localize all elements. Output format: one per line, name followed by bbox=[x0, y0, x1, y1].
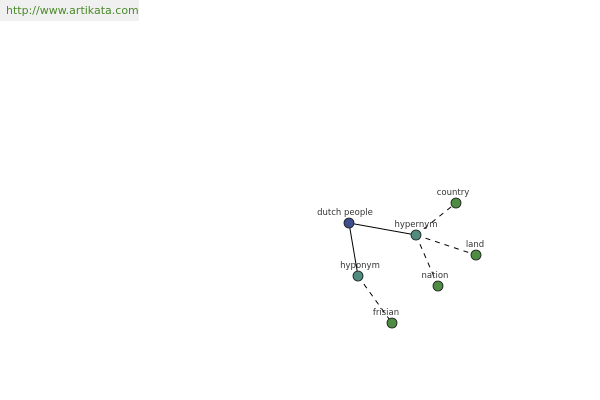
node-dot-hypernym[interactable] bbox=[410, 229, 422, 241]
node-dutch-people[interactable]: dutch people bbox=[317, 208, 373, 229]
nodes-layer: dutch people hypernym hyponym country land na… bbox=[317, 188, 484, 329]
node-dot-nation[interactable] bbox=[432, 280, 444, 292]
node-label-nation: nation bbox=[422, 271, 449, 281]
edge-hypernym-to-country bbox=[415, 202, 457, 236]
url-banner[interactable]: http://www.artikata.com bbox=[0, 0, 139, 21]
node-label-country: country bbox=[437, 188, 470, 198]
node-label-land: land bbox=[466, 240, 484, 250]
node-dot-hyponym[interactable] bbox=[352, 270, 364, 282]
node-frisian[interactable]: frisian bbox=[373, 308, 399, 329]
edge-hypernym-to-land bbox=[415, 234, 477, 256]
node-label-hypernym: hypernym bbox=[394, 220, 437, 230]
node-dot-land[interactable] bbox=[470, 249, 482, 261]
node-land[interactable]: land bbox=[466, 240, 484, 261]
node-dot-dutch-people[interactable] bbox=[343, 217, 355, 229]
node-hypernym[interactable]: hypernym bbox=[394, 220, 438, 241]
edges-layer bbox=[348, 202, 477, 324]
node-label-frisian: frisian bbox=[373, 308, 399, 318]
node-dot-country[interactable] bbox=[450, 197, 462, 209]
node-country[interactable]: country bbox=[437, 188, 470, 209]
node-dot-frisian[interactable] bbox=[386, 317, 398, 329]
node-hyponym[interactable]: hyponym bbox=[340, 261, 380, 282]
edge-dutch-people-to-hyponym bbox=[348, 222, 359, 277]
node-label-dutch-people: dutch people bbox=[317, 208, 373, 218]
edge-dutch-people-to-hypernym bbox=[348, 222, 417, 236]
node-nation[interactable]: nation bbox=[422, 271, 449, 292]
node-label-hyponym: hyponym bbox=[340, 261, 380, 271]
